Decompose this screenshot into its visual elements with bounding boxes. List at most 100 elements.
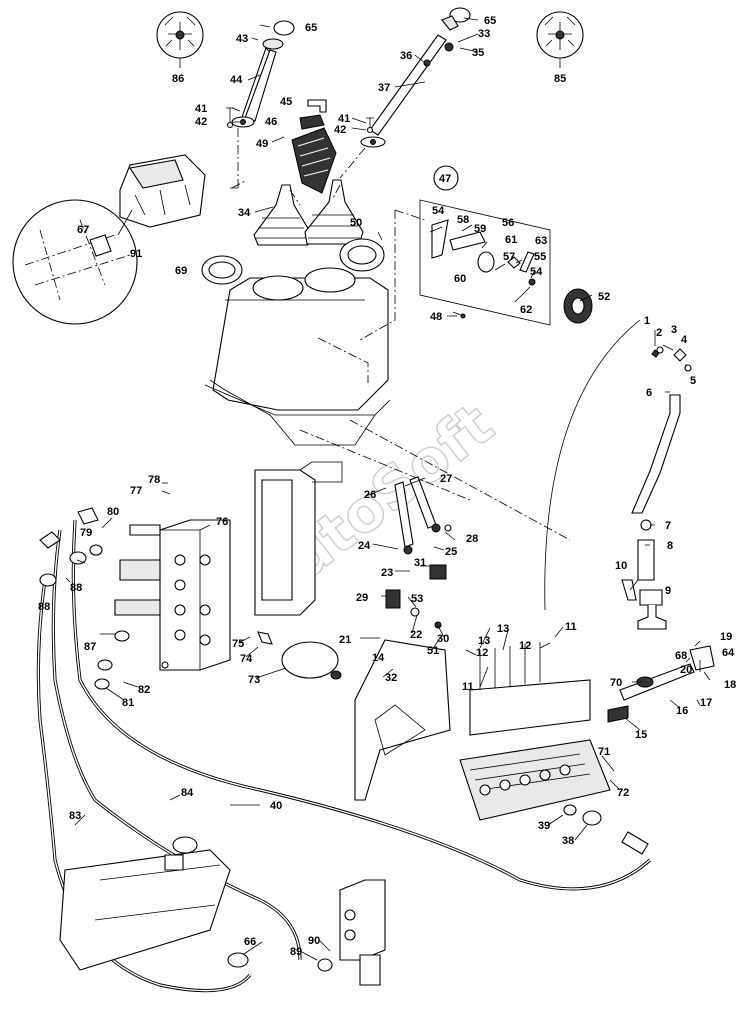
label-55: 55 — [534, 251, 546, 263]
label-91: 91 — [130, 248, 142, 260]
label-82: 82 — [138, 684, 150, 696]
label-31: 31 — [414, 557, 426, 569]
label-47: 47 — [439, 173, 451, 185]
label-36: 36 — [400, 50, 412, 62]
label-26: 26 — [364, 489, 376, 501]
label-66: 66 — [244, 936, 256, 948]
label-42: 42 — [195, 116, 207, 128]
label-62: 62 — [520, 304, 532, 316]
label-79: 79 — [80, 527, 92, 539]
label-75: 75 — [232, 638, 244, 650]
label-11b: 11 — [462, 681, 474, 693]
label-60: 60 — [454, 273, 466, 285]
label-12b: 12 — [476, 647, 488, 659]
label-41: 41 — [195, 103, 207, 115]
label-76: 76 — [216, 516, 228, 528]
label-20: 20 — [680, 664, 692, 676]
bracket-assembly — [607, 645, 715, 723]
label-42b: 42 — [334, 124, 346, 136]
label-15: 15 — [635, 729, 647, 741]
label-22: 22 — [410, 629, 422, 641]
label-41b: 41 — [338, 113, 350, 125]
bolts-41-42 — [226, 107, 374, 134]
knobs-29-31 — [385, 564, 447, 629]
label-54: 54 — [432, 205, 445, 217]
label-64: 64 — [722, 647, 735, 659]
label-8: 8 — [667, 540, 673, 552]
label-18: 18 — [724, 679, 736, 691]
shift-lever — [621, 346, 692, 630]
label-29: 29 — [356, 592, 368, 604]
control-valve-bank — [459, 642, 611, 821]
label-19: 19 — [720, 631, 732, 643]
label-88b: 88 — [70, 582, 82, 594]
label-43: 43 — [236, 33, 248, 45]
label-1: 1 — [644, 315, 650, 327]
seal-ring-69 — [201, 255, 243, 285]
label-24: 24 — [358, 540, 371, 552]
label-48: 48 — [430, 311, 442, 323]
label-37: 37 — [378, 82, 390, 94]
seal-ring-50 — [339, 231, 385, 272]
label-78: 78 — [148, 474, 160, 486]
label-77: 77 — [130, 485, 142, 497]
linkage-rods — [394, 476, 452, 555]
label-6: 6 — [646, 387, 652, 399]
label-44: 44 — [230, 74, 243, 86]
label-81: 81 — [122, 697, 134, 709]
label-71: 71 — [598, 746, 610, 758]
label-74: 74 — [240, 653, 253, 665]
label-67: 67 — [77, 224, 89, 236]
label-35: 35 — [472, 47, 484, 59]
label-27: 27 — [440, 473, 452, 485]
accumulator-73 — [257, 631, 342, 680]
label-23: 23 — [381, 567, 393, 579]
label-61: 61 — [505, 234, 517, 246]
label-12a: 12 — [519, 640, 531, 652]
label-13b: 13 — [497, 623, 509, 635]
label-30: 30 — [437, 633, 449, 645]
label-3: 3 — [671, 324, 677, 336]
part-labels: 86 85 65 43 44 45 46 41 42 49 34 65 33 3… — [38, 15, 736, 958]
control-console — [204, 267, 391, 446]
label-83: 83 — [69, 810, 81, 822]
mounting-plate-21 — [354, 639, 451, 801]
label-14: 14 — [372, 652, 385, 664]
label-87: 87 — [84, 641, 96, 653]
label-63: 63 — [535, 235, 547, 247]
right-control-lever — [339, 7, 471, 179]
label-85: 85 — [554, 73, 566, 85]
label-46: 46 — [265, 116, 277, 128]
exploded-box-47 — [359, 165, 593, 341]
hose-fittings — [39, 507, 649, 855]
label-16: 16 — [676, 705, 688, 717]
bracket-45-46 — [299, 99, 327, 130]
label-58: 58 — [457, 214, 469, 226]
label-5: 5 — [690, 375, 696, 387]
label-2: 2 — [656, 327, 662, 339]
fittings-left — [94, 630, 169, 690]
label-9: 9 — [665, 585, 671, 597]
label-52: 52 — [598, 291, 610, 303]
label-40: 40 — [270, 800, 282, 812]
label-72: 72 — [617, 787, 629, 799]
valve-block-89 — [227, 879, 386, 986]
symbol-medallion-85 — [536, 11, 584, 68]
label-68: 68 — [675, 650, 687, 662]
label-89: 89 — [290, 946, 302, 958]
label-56: 56 — [502, 217, 514, 229]
label-59: 59 — [474, 223, 486, 235]
label-25: 25 — [445, 546, 457, 558]
label-54b: 54 — [530, 266, 543, 278]
hydraulic-tank — [59, 836, 231, 971]
label-80: 80 — [107, 506, 119, 518]
leader-curve — [544, 319, 641, 611]
label-4: 4 — [681, 334, 688, 346]
hydraulic-hoses — [36, 519, 652, 993]
label-88a: 88 — [38, 601, 50, 613]
symbol-medallion-86 — [156, 11, 204, 68]
label-7: 7 — [665, 520, 671, 532]
label-73: 73 — [248, 674, 260, 686]
boots-34 — [253, 179, 364, 246]
